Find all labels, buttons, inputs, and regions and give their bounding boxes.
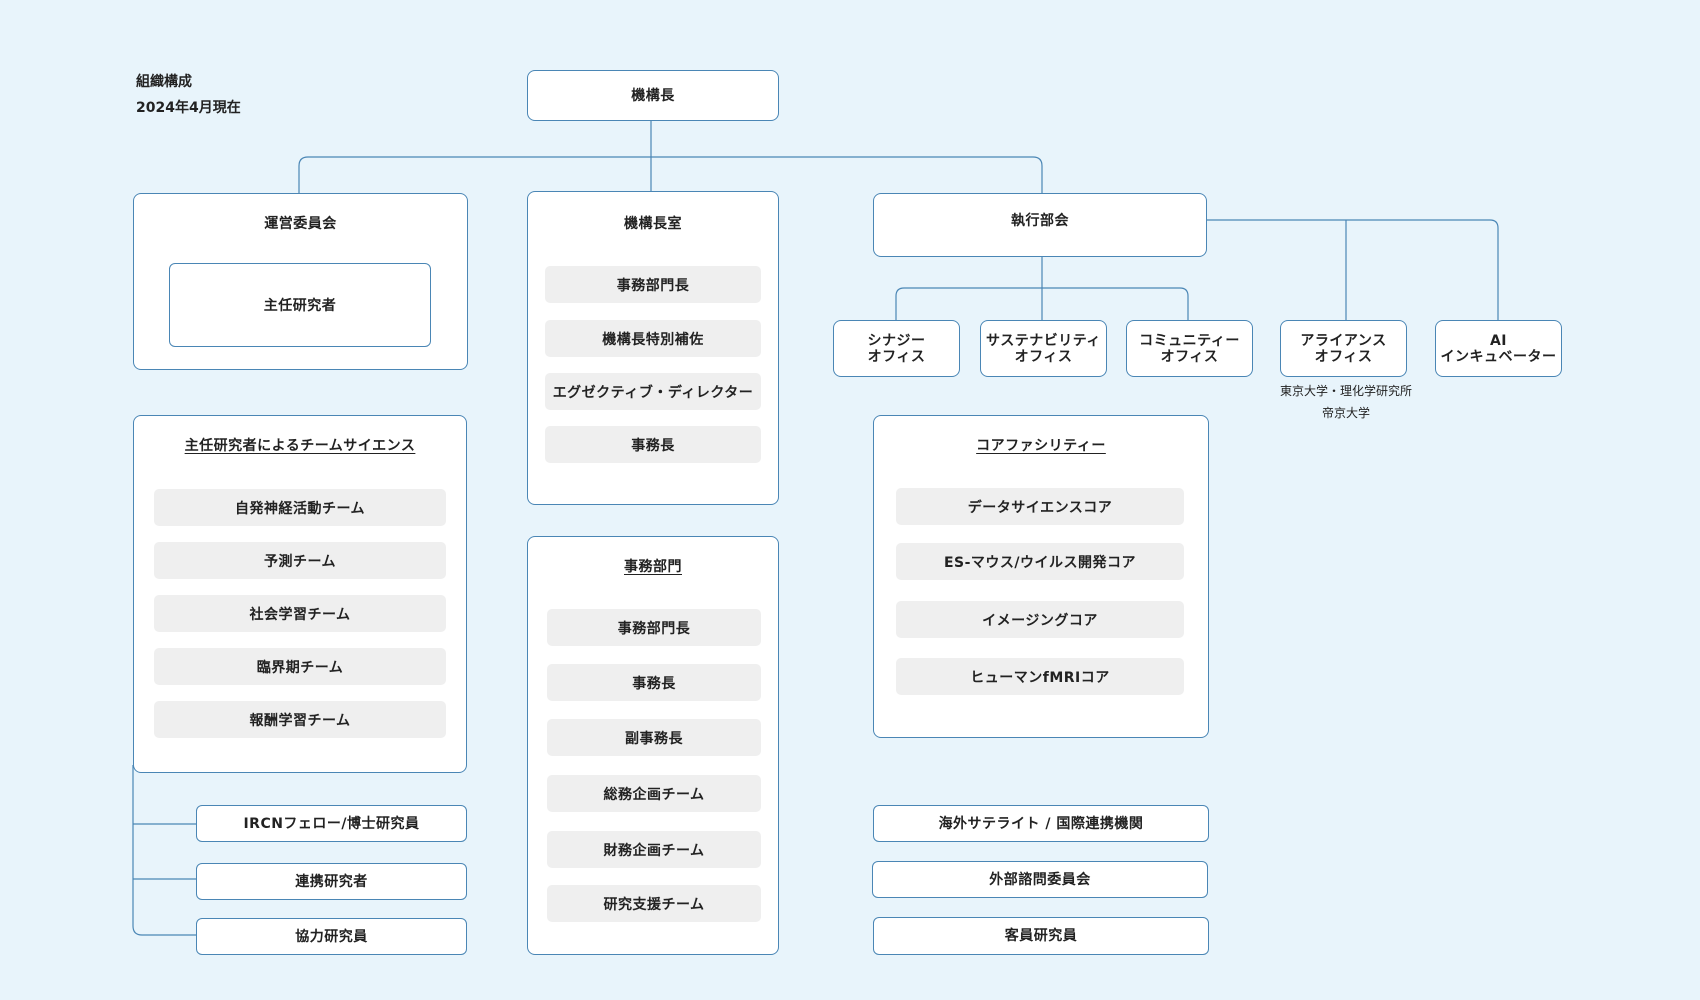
- office-line1: AI: [1489, 332, 1508, 349]
- external-label: 客員研究員: [1004, 928, 1078, 944]
- office-line1: コミュニティー: [1139, 332, 1240, 349]
- office-line1: サステナビリティ: [986, 332, 1101, 349]
- office-line2: オフィス: [1160, 348, 1219, 365]
- office-label-sustainability: サステナビリティ オフィス: [980, 320, 1107, 377]
- core-facility-title: コアファシリティー: [976, 438, 1106, 454]
- admin-item: 総務企画チーム: [547, 775, 761, 812]
- team-item: 社会学習チーム: [154, 595, 446, 632]
- office-label-ai: AI インキュベーター: [1435, 320, 1562, 377]
- director-office-item: 事務長: [545, 426, 761, 463]
- external-label: 海外サテライト / 国際連携機関: [938, 815, 1144, 832]
- director-label: 機構長: [631, 87, 675, 104]
- researcher-box: [196, 863, 467, 900]
- office-label-community: コミュニティー オフィス: [1126, 320, 1253, 377]
- alliance-note-line2: 帝京大学: [1321, 406, 1370, 420]
- external-box: [873, 805, 1209, 842]
- office-line2: インキュベーター: [1440, 348, 1557, 365]
- admin-item: 研究支援チーム: [547, 885, 761, 922]
- director-office-item: 機構長特別補佐: [545, 320, 761, 357]
- office-label-alliance: アライアンス オフィス: [1280, 320, 1407, 377]
- pi-box: 主任研究者: [169, 263, 431, 347]
- researcher-label: 協力研究員: [295, 928, 368, 945]
- admin-item: 事務長: [547, 664, 761, 701]
- admin-item: 事務部門長: [547, 609, 761, 646]
- office-line1: アライアンス: [1300, 332, 1387, 349]
- team-item: 臨界期チーム: [154, 648, 446, 685]
- team-item: 報酬学習チーム: [154, 701, 446, 738]
- office-box-sustainability: [980, 320, 1107, 377]
- executive-board-box: [873, 193, 1207, 257]
- director-office-title: 機構長室: [624, 216, 682, 232]
- team-science-title: 主任研究者によるチームサイエンス: [184, 438, 416, 454]
- admin-title: 事務部門: [624, 559, 682, 575]
- team-item: 自発神経活動チーム: [154, 489, 446, 526]
- office-line2: オフィス: [1014, 348, 1073, 365]
- external-label: 外部諮問委員会: [989, 871, 1091, 888]
- office-box-ai: [1435, 320, 1562, 377]
- operations-committee-title: 運営委員会: [264, 216, 337, 232]
- office-line1: シナジー: [867, 332, 926, 349]
- core-item: イメージングコア: [896, 601, 1184, 638]
- admin-item: 副事務長: [547, 719, 761, 756]
- office-box-synergy: [833, 320, 960, 377]
- team-item: 予測チーム: [154, 542, 446, 579]
- external-box: [873, 917, 1209, 955]
- core-item: ES-マウス/ウイルス開発コア: [896, 543, 1184, 580]
- researcher-label: IRCNフェロー/博士研究員: [243, 815, 420, 832]
- chart-date: 2024年4月現在: [136, 100, 241, 116]
- director-box: [527, 70, 779, 121]
- chart-title: 組織構成: [136, 74, 192, 90]
- researcher-box: [196, 918, 467, 955]
- core-item: ヒューマンfMRIコア: [896, 658, 1184, 695]
- core-item: データサイエンスコア: [896, 488, 1184, 525]
- researcher-box: [196, 805, 467, 842]
- office-box-community: [1126, 320, 1253, 377]
- director-office-item: エグゼクティブ・ディレクター: [545, 373, 761, 410]
- admin-item: 財務企画チーム: [547, 831, 761, 868]
- executive-board-title: 執行部会: [1011, 213, 1069, 229]
- alliance-note-line1: 東京大学・理化学研究所: [1279, 384, 1412, 398]
- external-box: [872, 861, 1208, 898]
- director-office-item: 事務部門長: [545, 266, 761, 303]
- office-label-synergy: シナジー オフィス: [833, 320, 960, 377]
- office-line2: オフィス: [867, 348, 926, 365]
- office-line2: オフィス: [1314, 348, 1373, 365]
- researcher-label: 連携研究者: [295, 873, 368, 890]
- office-box-alliance: [1280, 320, 1407, 377]
